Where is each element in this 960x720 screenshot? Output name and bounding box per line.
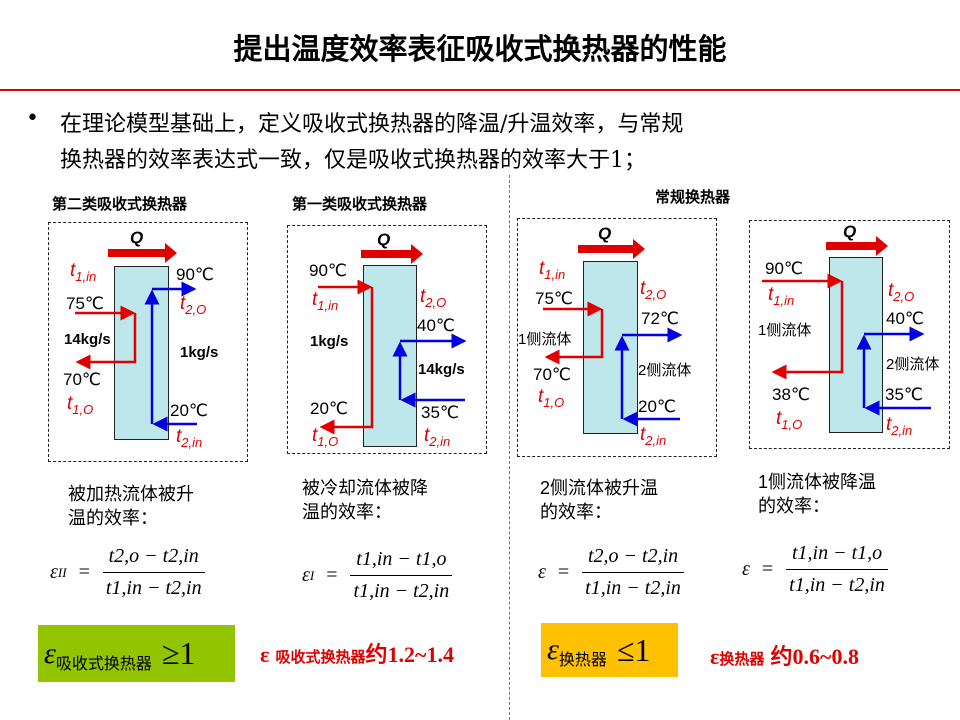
t2o-value: 72℃ xyxy=(641,309,680,328)
flow-rate-1: 1kg/s xyxy=(310,333,349,350)
heat-arrows xyxy=(108,236,888,264)
t1o-value: 20℃ xyxy=(310,399,349,418)
t1o-label: t1,O xyxy=(67,393,94,417)
t1in-label: t1,in xyxy=(312,289,339,313)
t2in-label: t2,in xyxy=(176,426,203,450)
heat-q-label-3: Q xyxy=(598,224,612,243)
flow-rate-2: 14kg/s xyxy=(418,361,465,378)
side1-label: 1侧流体 xyxy=(758,322,812,339)
t1o-value: 38℃ xyxy=(772,385,811,404)
t1in-value: 90℃ xyxy=(309,261,348,280)
flow-rate-2: 1kg/s xyxy=(180,344,219,361)
t2in-label: t2,in xyxy=(886,414,913,438)
t1in-label: t1,in xyxy=(539,258,566,282)
diagram-frame-1 xyxy=(48,222,248,462)
bullet-marker: • xyxy=(26,106,39,131)
caption-2: 被冷却流体被降 温的效率： xyxy=(302,478,428,522)
bullet-line-2: 换热器的效率表达式一致，仅是吸收式换热器的效率大于1； xyxy=(60,148,646,173)
t2o-value: 90℃ xyxy=(176,265,215,284)
absorption-efficiency-range: ε 吸收式换热器约1.2~1.4 xyxy=(260,642,454,667)
slide-title: 提出温度效率表征吸收式换热器的性能 xyxy=(233,34,727,66)
title-divider xyxy=(0,89,960,91)
section-divider xyxy=(509,175,510,720)
heat-q-arrow-4 xyxy=(826,236,888,256)
conventional-efficiency-range: ε换热器 约0.6~0.8 xyxy=(710,644,859,669)
t1o-label: t1,O xyxy=(538,386,565,410)
subtitle-type1: 第一类吸收式换热器 xyxy=(292,196,428,213)
side2-label: 2侧流体 xyxy=(886,356,940,373)
t2o-label: t2,O xyxy=(640,278,667,302)
t1in-label: t1,in xyxy=(70,260,97,284)
t1o-value: 70℃ xyxy=(63,370,102,389)
diagram-frame-4 xyxy=(749,220,950,449)
t2in-label: t2,in xyxy=(640,424,667,448)
t2in-value: 35℃ xyxy=(421,403,460,422)
t1o-value: 70℃ xyxy=(533,365,572,384)
t2o-label: t2,O xyxy=(180,293,207,317)
heat-q-label-2: Q xyxy=(377,230,391,249)
t2o-value: 40℃ xyxy=(886,309,925,328)
t1in-value: 90℃ xyxy=(765,259,804,278)
t2in-value: 20℃ xyxy=(170,401,209,420)
side2-label: 2侧流体 xyxy=(638,362,692,379)
heat-q-label-1: Q xyxy=(130,228,144,247)
t1o-label: t1,O xyxy=(312,425,339,449)
heat-q-arrow-3 xyxy=(578,239,645,259)
diagram-frame-2 xyxy=(287,225,487,454)
t2o-value: 40℃ xyxy=(417,316,456,335)
subtitle-type2: 第二类吸收式换热器 xyxy=(52,196,188,213)
caption-3: 2侧流体被升温 的效率： xyxy=(540,478,659,522)
heat-q-arrow-1 xyxy=(108,243,177,263)
t2o-label: t2,O xyxy=(888,280,915,304)
heat-q-arrow-2 xyxy=(361,244,423,264)
caption-1: 被加热流体被升 温的效率： xyxy=(68,484,194,528)
t1o-label: t1,O xyxy=(776,408,803,432)
exchanger-body-1 xyxy=(114,266,169,440)
subtitle-conventional: 常规换热器 xyxy=(655,189,731,206)
diagram-frame-3 xyxy=(517,218,717,457)
flow-rate-1: 14kg/s xyxy=(64,331,111,348)
t1in-value: 75℃ xyxy=(535,289,574,308)
t1in-label: t1,in xyxy=(768,284,795,308)
t2in-label: t2,in xyxy=(424,425,451,449)
t2in-value: 20℃ xyxy=(638,397,677,416)
t2in-value: 35℃ xyxy=(885,385,924,404)
heat-q-label-4: Q xyxy=(843,222,857,241)
t2o-label: t2,O xyxy=(420,286,447,310)
bullet-line-1: 在理论模型基础上，定义吸收式换热器的降温/升温效率，与常规 xyxy=(60,112,684,137)
side1-label: 1侧流体 xyxy=(518,331,572,348)
caption-4: 1侧流体被降温 的效率： xyxy=(758,472,877,516)
t1in-value: 75℃ xyxy=(66,294,105,313)
